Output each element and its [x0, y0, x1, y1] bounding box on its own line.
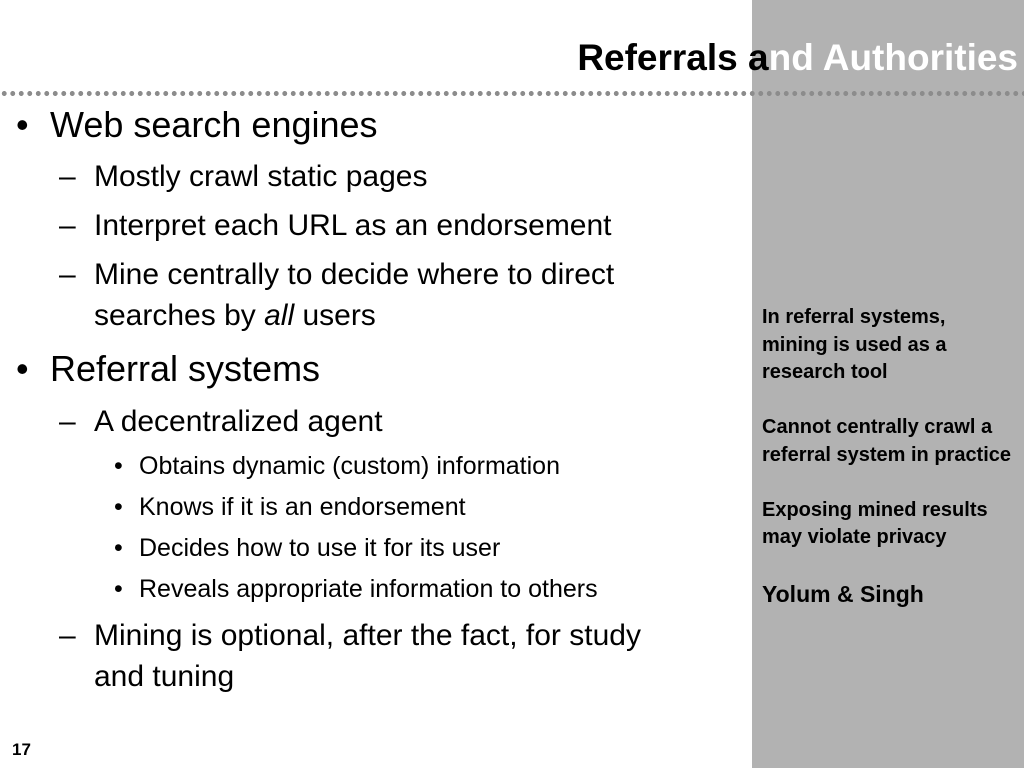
- dash-marker: –: [59, 619, 76, 652]
- slide-title: Referrals and Authorities: [577, 36, 1018, 80]
- sub-bullet-line1: Mining is optional, after the fact, for …: [94, 619, 641, 652]
- sidebar-author: Yolum & Singh: [762, 581, 924, 607]
- sub-bullet-line2: searches by all users: [94, 299, 376, 332]
- sub-bullet-label: Interpret each URL as an endorsement: [94, 209, 612, 242]
- sub-sub-bullet: • Reveals appropriate information to oth…: [114, 575, 598, 604]
- bullet-marker: •: [114, 452, 123, 480]
- bullet-label: Web search engines: [50, 104, 378, 145]
- page-number: 17: [12, 740, 31, 759]
- sub-sub-bullet: • Knows if it is an endorsement: [114, 493, 466, 522]
- dash-marker: –: [59, 209, 76, 242]
- sub-sub-bullet-label: Reveals appropriate information to other…: [139, 575, 598, 603]
- dash-marker: –: [59, 258, 76, 291]
- sidebar-panel: [752, 0, 1024, 768]
- sidebar-notes: In referral systems, mining is used as a…: [762, 304, 1012, 609]
- sidebar-note: Exposing mined results may violate priva…: [762, 498, 988, 549]
- dash-marker: –: [59, 405, 76, 438]
- sub-sub-bullet: • Obtains dynamic (custom) information: [114, 452, 560, 481]
- sub-bullet-decentralized-agent: – A decentralized agent: [59, 401, 383, 442]
- slide-title-part2: nd Authorities: [768, 37, 1018, 78]
- dash-marker: –: [59, 160, 76, 193]
- sub-bullet-label: Mostly crawl static pages: [94, 160, 428, 193]
- sub-bullet-line1: Mine centrally to decide where to direct: [94, 258, 615, 291]
- sidebar-note: Cannot centrally crawl a referral system…: [762, 416, 1012, 466]
- sub-bullet-label: A decentralized agent: [94, 405, 383, 438]
- slide-title-part1: Referrals a: [577, 37, 769, 78]
- text-post: users: [294, 299, 376, 332]
- sub-bullet-crawl-static: – Mostly crawl static pages: [59, 156, 428, 197]
- emphasis-all: all: [264, 299, 295, 332]
- sidebar-note: In referral systems, mining is used as a…: [762, 306, 947, 383]
- sub-sub-bullet-label: Obtains dynamic (custom) information: [139, 452, 560, 480]
- bullet-label: Referral systems: [50, 348, 321, 389]
- bullet-marker: •: [114, 534, 123, 562]
- bullet-web-search-engines: • Web search engines: [16, 104, 378, 146]
- bullet-referral-systems: • Referral systems: [16, 348, 321, 390]
- sub-sub-bullet: • Decides how to use it for its user: [114, 534, 501, 563]
- sub-bullet-line2: and tuning: [94, 660, 235, 693]
- sub-bullet-mining-optional: – Mining is optional, after the fact, fo…: [59, 615, 641, 697]
- bullet-marker: •: [16, 348, 29, 389]
- text-pre: searches by: [94, 299, 265, 332]
- sub-sub-bullet-label: Knows if it is an endorsement: [139, 493, 466, 521]
- bullet-marker: •: [16, 104, 29, 145]
- sub-sub-bullet-label: Decides how to use it for its user: [139, 534, 501, 562]
- bullet-marker: •: [114, 575, 123, 603]
- bullet-marker: •: [114, 493, 123, 521]
- sub-bullet-mine-centrally: – Mine centrally to decide where to dire…: [59, 254, 615, 336]
- sub-bullet-interpret-url: – Interpret each URL as an endorsement: [59, 205, 612, 246]
- dotted-divider: [0, 90, 1024, 97]
